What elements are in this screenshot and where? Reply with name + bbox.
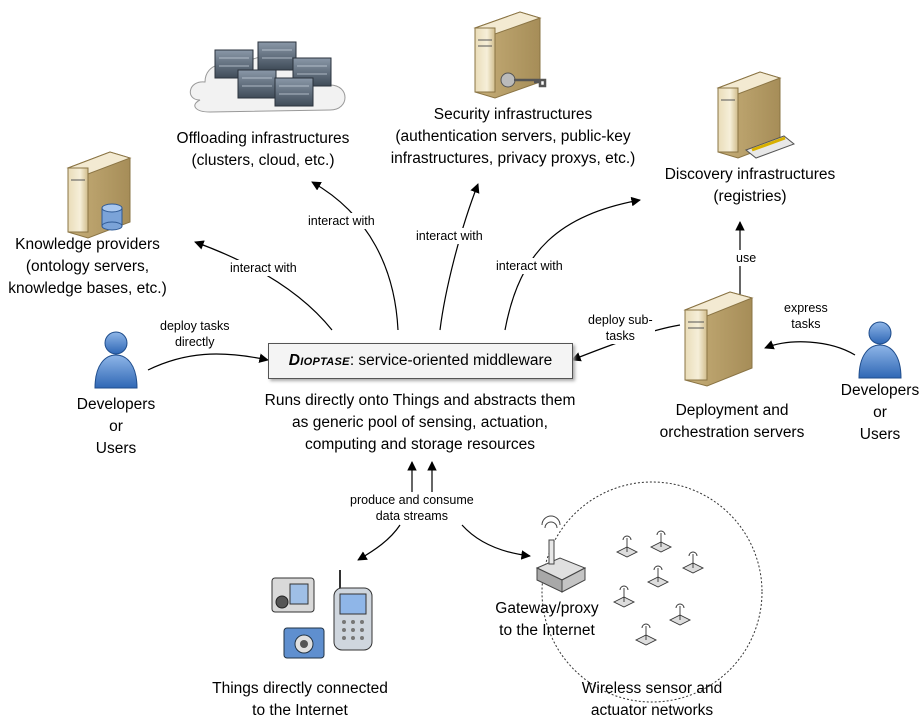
edge-label-interact-discovery: interact with bbox=[494, 258, 565, 274]
developers-left-line-2: or bbox=[109, 418, 123, 435]
middleware-description: Runs directly onto Things and abstracts … bbox=[240, 390, 600, 456]
sensor-node-icon bbox=[668, 603, 692, 626]
knowledge-line-2: (ontology servers, bbox=[25, 258, 150, 275]
discovery-title: Discovery infrastructures bbox=[664, 166, 836, 183]
database-icon bbox=[101, 203, 123, 231]
security-label: Security infrastructures (authentication… bbox=[368, 104, 658, 170]
edge-label-deploy-subtasks: deploy sub- tasks bbox=[586, 312, 655, 344]
developers-left-label: Developers or Users bbox=[66, 394, 166, 460]
arrow-gateway bbox=[461, 524, 531, 560]
offloading-title: Offloading infrastructures bbox=[176, 130, 350, 147]
server-rack-icon bbox=[214, 41, 332, 107]
sensor-node-icon bbox=[646, 565, 670, 588]
arrow-things bbox=[357, 524, 401, 561]
edge-label-use: use bbox=[734, 250, 759, 266]
security-line-3: infrastructures, privacy proxys, etc.) bbox=[390, 150, 636, 167]
arrow-discovery bbox=[504, 196, 641, 331]
arrow-security bbox=[439, 183, 480, 331]
mobile-phone-icon bbox=[333, 570, 373, 651]
gateway-icon bbox=[535, 539, 587, 593]
edge-label-express-tasks: express tasks bbox=[782, 300, 830, 332]
express-tasks-line-1: express bbox=[784, 301, 828, 315]
wsn-line-2: actuator networks bbox=[590, 702, 714, 719]
deployment-server-icon bbox=[683, 291, 754, 387]
sensor-node-icon bbox=[634, 623, 658, 646]
knowledge-line-3: knowledge bases, etc.) bbox=[8, 280, 167, 297]
edge-label-interact-offloading: interact with bbox=[306, 213, 377, 229]
discovery-subtitle: (registries) bbox=[713, 188, 787, 205]
edge-label-deploy-tasks: deploy tasks directly bbox=[158, 318, 232, 350]
deploy-subtasks-line-1: deploy sub- bbox=[588, 313, 653, 327]
photo-camera-icon bbox=[283, 627, 325, 659]
middleware-description-line-3: computing and storage resources bbox=[304, 436, 536, 453]
things-line-2: to the Internet bbox=[252, 702, 348, 719]
produce-consume-line-1: produce and consume bbox=[350, 493, 474, 507]
deployment-line-2: orchestration servers bbox=[659, 424, 805, 441]
middleware-box: Dioptase: service-oriented middleware bbox=[268, 343, 573, 379]
developers-right-line-2: or bbox=[873, 404, 887, 421]
key-icon bbox=[500, 72, 547, 88]
sensor-node-icon bbox=[649, 530, 673, 553]
things-label: Things directly connected to the Interne… bbox=[200, 678, 400, 722]
gateway-line-1: Gateway/proxy bbox=[495, 600, 599, 617]
middleware-description-line-2: as generic pool of sensing, actuation, bbox=[292, 414, 548, 431]
security-server-icon bbox=[473, 11, 542, 99]
developers-left-line-1: Developers bbox=[76, 396, 156, 413]
security-title: Security infrastructures bbox=[433, 106, 593, 123]
discovery-label: Discovery infrastructures (registries) bbox=[650, 164, 850, 208]
sensor-node-icon bbox=[612, 585, 636, 608]
developers-left-line-3: Users bbox=[95, 440, 137, 457]
deploy-subtasks-line-2: tasks bbox=[605, 329, 635, 343]
developers-right-label: Developers or Users bbox=[830, 380, 924, 446]
middleware-description-line-1: Runs directly onto Things and abstracts … bbox=[264, 392, 576, 409]
gateway-line-2: to the Internet bbox=[499, 622, 595, 639]
discovery-server-icon bbox=[716, 71, 782, 159]
wsn-boundary bbox=[541, 481, 763, 703]
registry-card-icon bbox=[744, 135, 796, 159]
deploy-tasks-line-2: directly bbox=[174, 335, 215, 349]
arrow-knowledge bbox=[194, 240, 333, 331]
user-icon-left bbox=[94, 331, 138, 389]
things-line-1: Things directly connected bbox=[212, 680, 388, 697]
edge-label-interact-knowledge: interact with bbox=[228, 260, 299, 276]
deployment-line-1: Deployment and bbox=[675, 402, 789, 419]
express-tasks-line-2: tasks bbox=[791, 317, 821, 331]
video-camera-icon bbox=[271, 577, 315, 613]
produce-consume-line-2: data streams bbox=[375, 509, 448, 523]
deploy-tasks-line-1: deploy tasks bbox=[160, 319, 230, 333]
gateway-label: Gateway/proxy to the Internet bbox=[472, 598, 622, 642]
wsn-line-1: Wireless sensor and bbox=[581, 680, 723, 697]
developers-right-line-3: Users bbox=[859, 426, 901, 443]
deployment-label: Deployment and orchestration servers bbox=[632, 400, 832, 444]
knowledge-title: Knowledge providers bbox=[15, 236, 160, 253]
edge-label-produce-consume: produce and consume data streams bbox=[348, 492, 476, 524]
middleware-suffix: : service-oriented middleware bbox=[349, 352, 553, 369]
sensor-node-icon bbox=[681, 551, 705, 574]
security-line-2: (authentication servers, public-key bbox=[395, 128, 631, 145]
sensor-node-icon bbox=[615, 535, 639, 558]
arrow-offloading bbox=[311, 181, 399, 331]
developers-right-line-1: Developers bbox=[840, 382, 920, 399]
knowledge-label: Knowledge providers (ontology servers, k… bbox=[0, 234, 175, 300]
antenna-icon bbox=[541, 515, 561, 529]
offloading-subtitle: (clusters, cloud, etc.) bbox=[191, 152, 335, 169]
offloading-label: Offloading infrastructures (clusters, cl… bbox=[168, 128, 358, 172]
middleware-name: Dioptase bbox=[288, 352, 350, 369]
edge-label-interact-security: interact with bbox=[414, 228, 485, 244]
arrow-deploy-tasks bbox=[147, 353, 269, 371]
user-icon-right bbox=[858, 321, 902, 379]
wsn-label: Wireless sensor and actuator networks bbox=[552, 678, 752, 722]
arrow-express-tasks bbox=[764, 340, 856, 356]
sensor-nodes bbox=[612, 530, 705, 646]
